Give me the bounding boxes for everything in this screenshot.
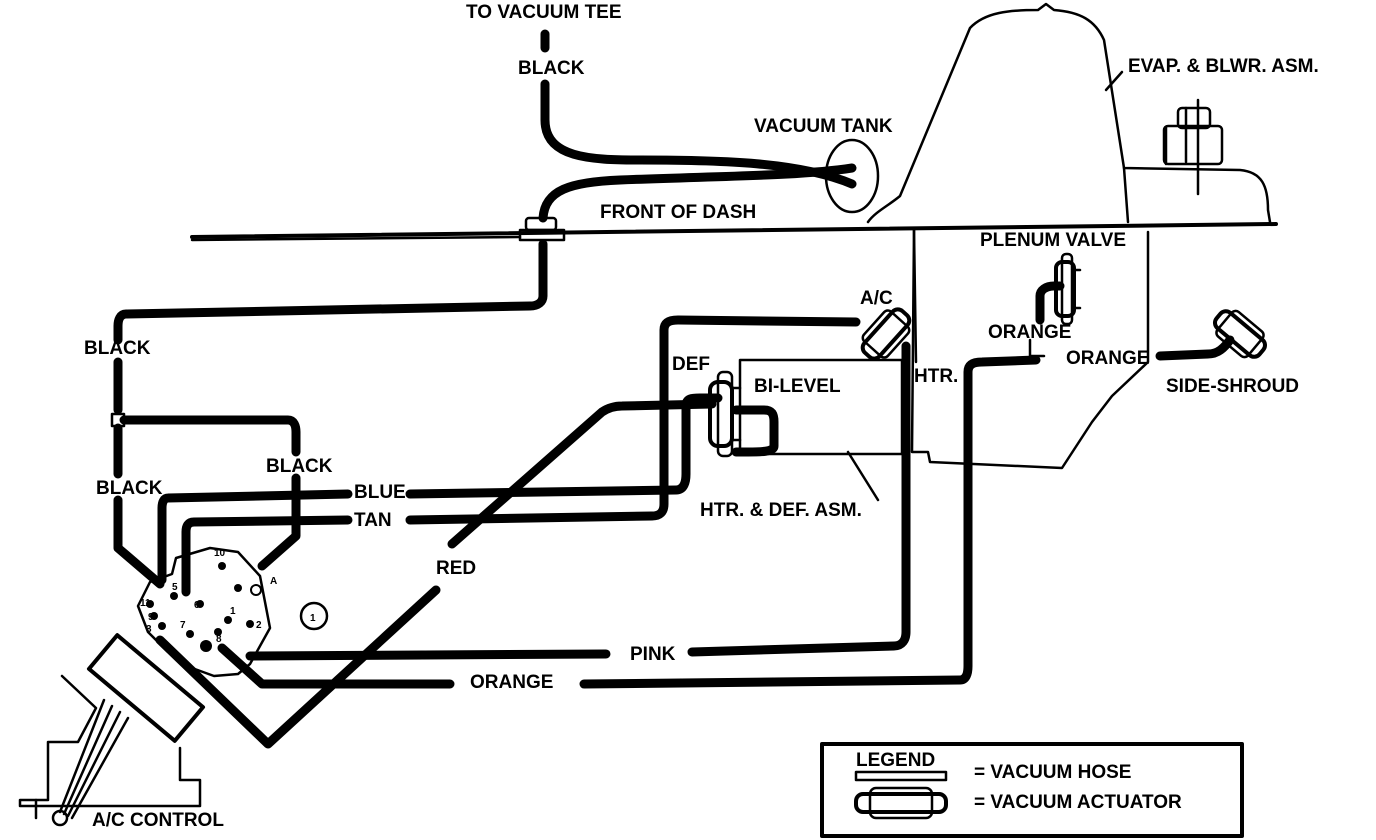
label-black-top: BLACK: [518, 58, 585, 79]
label-tan: TAN: [354, 510, 392, 531]
label-ac-actuator: A/C: [860, 288, 893, 309]
port-9: 9: [148, 612, 154, 623]
port-a: A: [270, 576, 277, 587]
legend-actuator-label: = VACUUM ACTUATOR: [974, 792, 1182, 813]
port-2: 2: [256, 620, 262, 631]
port-1: 1: [230, 606, 236, 617]
orange-hose-side-shroud: [1155, 335, 1235, 361]
label-front-of-dash: FRONT OF DASH: [600, 202, 756, 223]
black-hose-dash-to-control: [113, 239, 548, 345]
evap-blower-housing: [866, 2, 1272, 224]
plenum-valve-actuator: [1054, 252, 1082, 326]
port-3: 3: [146, 624, 152, 635]
label-evap-blwr-asm: EVAP. & BLWR. ASM.: [1128, 56, 1319, 77]
label-htr: HTR.: [914, 366, 958, 387]
port-11: 11: [140, 598, 151, 609]
ac-actuator: [860, 307, 912, 361]
orange-hose-plenum: [1035, 281, 1065, 325]
label-def: DEF: [672, 354, 710, 375]
callout-circle: [299, 601, 329, 631]
port-8: 8: [216, 634, 222, 645]
red-hose: [447, 399, 717, 549]
orange-hose-bottom: [217, 643, 455, 689]
label-red: RED: [436, 558, 476, 579]
black-hose-tank-to-dash: [538, 163, 857, 223]
label-black-mid: BLACK: [266, 456, 333, 477]
tan-hose: [181, 515, 353, 597]
label-to-vacuum-tee: TO VACUUM TEE: [466, 2, 622, 23]
legend: [820, 742, 1244, 838]
plenum-housing: [910, 228, 1150, 470]
label-blue: BLUE: [354, 482, 406, 503]
pink-hose: [245, 649, 611, 661]
ac-control-unit: [18, 633, 206, 827]
front-of-dash-line: [190, 222, 1278, 239]
label-side-shroud: SIDE-SHROUD: [1166, 376, 1299, 397]
label-plenum-valve: PLENUM VALVE: [980, 230, 1126, 251]
port-6: 6: [194, 600, 200, 611]
port-5: 5: [172, 582, 178, 593]
legend-title: LEGEND: [856, 750, 935, 771]
ac-control-valve: [136, 546, 272, 678]
label-orange-bottom: ORANGE: [470, 672, 553, 693]
legend-hose-label: = VACUUM HOSE: [974, 762, 1131, 783]
side-shroud-actuator: [1212, 309, 1268, 359]
label-bi-level: BI-LEVEL: [754, 376, 841, 397]
label-black-left: BLACK: [84, 338, 151, 359]
blue-hose: [157, 489, 353, 585]
def-actuator: [708, 370, 742, 458]
callout-number: 1: [310, 613, 316, 624]
port-7: 7: [180, 620, 186, 631]
label-pink: PINK: [630, 644, 676, 665]
port-10: 10: [214, 548, 226, 559]
label-htr-def-asm: HTR. & DEF. ASM.: [700, 500, 862, 521]
blower-motor: [1162, 98, 1224, 196]
label-vacuum-tank: VACUUM TANK: [754, 116, 893, 137]
label-orange-side: ORANGE: [1066, 348, 1149, 369]
label-black-lower: BLACK: [96, 478, 163, 499]
label-orange-plenum: ORANGE: [988, 322, 1071, 343]
black-hose-to-port-a: [119, 415, 301, 457]
label-ac-control: A/C CONTROL: [92, 810, 224, 831]
